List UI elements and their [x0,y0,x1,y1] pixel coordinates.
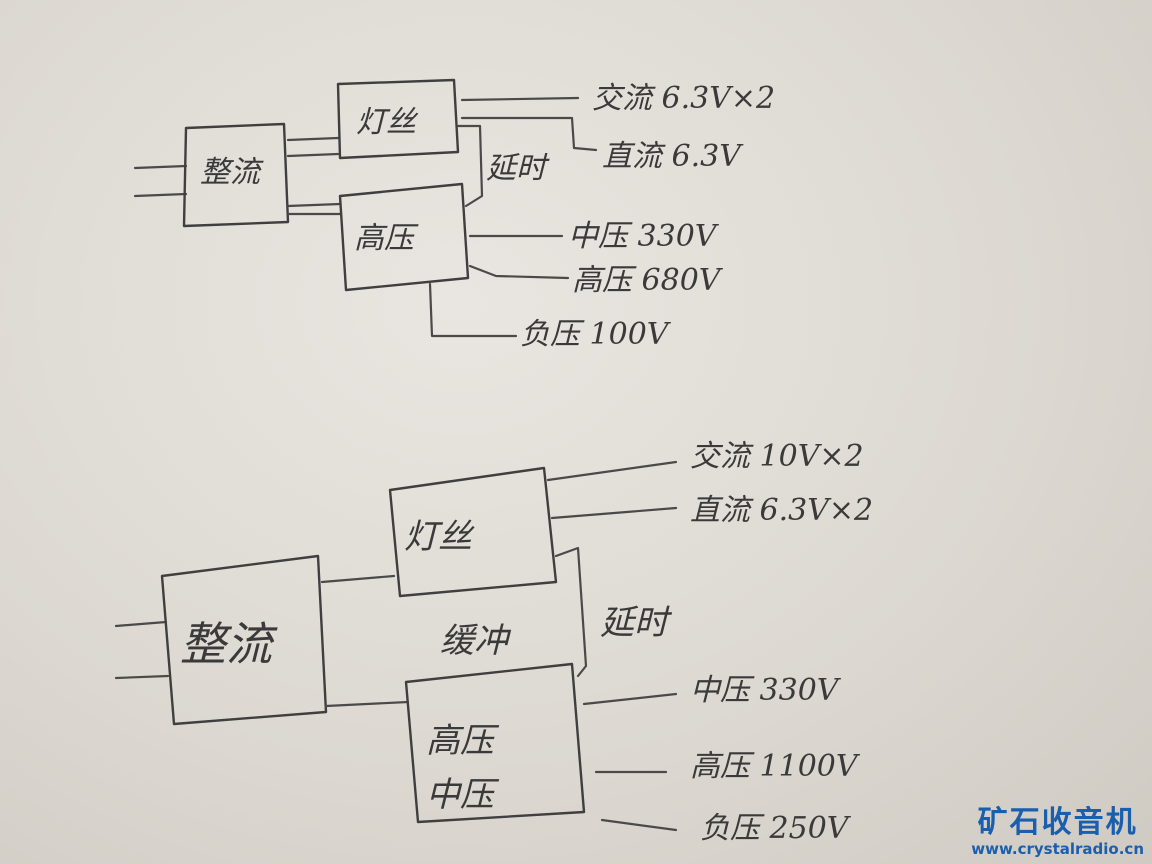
d2-delay-line [556,548,586,676]
d2-output-dc: 直流 6.3V×2 [690,493,873,528]
d1-wire [288,204,340,206]
d2-hv-label-line1: 高压 [426,721,500,761]
d2-output-line [602,820,676,830]
d2-output-line [552,508,676,518]
d2-wire [322,576,394,582]
d1-filament-label: 灯丝 [356,105,419,140]
d2-filament-label: 灯丝 [404,517,475,557]
d1-input-line [135,166,186,168]
d1-output-line [470,266,568,278]
d1-output-ac: 交流 6.3V×2 [592,81,775,116]
d2-output-line [584,694,676,704]
d1-wire [288,138,338,140]
d2-output-mid: 中压 330V [690,673,842,708]
diagram-2: 整流 灯丝 缓冲 高压 中压 延时 交流 10V×2 直流 6.3V×2 中压 … [116,439,873,846]
d1-output-dc: 直流 6.3V [602,139,744,174]
d1-rectifier-label: 整流 [200,155,264,190]
d1-output-high: 高压 680V [572,263,724,298]
d1-output-line [462,98,578,100]
d2-hv-label-line2: 中压 [426,775,500,815]
d1-input-line [135,194,186,196]
d2-input-line [116,622,166,626]
d2-output-line [548,462,676,480]
d1-output-line [462,118,596,150]
d1-output-neg: 负压 100V [520,317,672,352]
d1-output-line [430,284,516,336]
watermark: 矿石收音机 www.crystalradio.cn [971,806,1144,858]
d1-delay-label: 延时 [486,151,550,186]
d1-wire [288,154,338,156]
watermark-title: 矿石收音机 [971,806,1144,840]
d2-delay-label: 延时 [600,603,673,643]
d2-input-line [116,676,168,678]
d2-output-neg: 负压 250V [700,811,852,846]
d1-output-mid: 中压 330V [568,219,720,254]
d1-hv-label: 高压 [354,221,419,256]
watermark-url: www.crystalradio.cn [971,840,1144,858]
d2-rectifier-label: 整流 [180,617,278,671]
d2-wire [326,702,408,706]
d2-output-ac: 交流 10V×2 [690,439,864,474]
d2-output-high: 高压 1100V [690,749,861,784]
d2-buffer-label: 缓冲 [440,621,512,661]
diagram-1: 整流 灯丝 高压 延时 交流 6.3V×2 直流 6.3V 中压 330V 高压… [135,80,775,352]
